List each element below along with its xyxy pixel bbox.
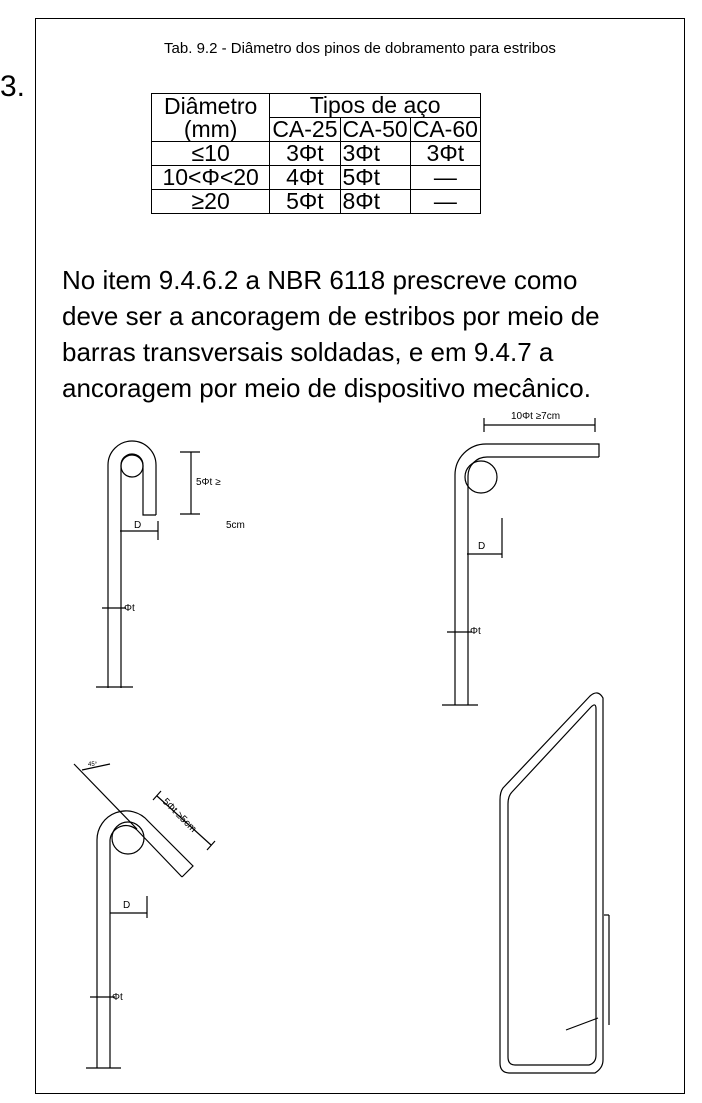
steel-types-header-cell: Tipos de aço xyxy=(269,93,481,118)
pin-diameter-label: D xyxy=(123,900,130,911)
pin-diameter-label: D xyxy=(134,520,141,531)
paragraph-line: deve ser a ancoragem de estribos por mei… xyxy=(62,301,600,331)
cell-value: 8Φt xyxy=(339,189,411,214)
bar-diameter-label: Φt xyxy=(470,626,481,637)
stirrup-bar-outline-inner xyxy=(109,824,183,1068)
cell-value: 3Φt xyxy=(269,141,341,166)
stirrup-bar-outline-outer xyxy=(107,440,157,688)
stirrup-bar-outline-inner xyxy=(467,456,599,705)
figure-semicircular-hook: 5Φt ≥ 5cm D Φt xyxy=(96,440,245,688)
figure-right-angle-hook: 10Φt ≥7cm D Φt xyxy=(442,411,600,706)
stirrup-outline-outer xyxy=(499,692,604,1074)
bending-pin-icon xyxy=(120,454,144,478)
hook-length-label: 5Φt ≥ xyxy=(196,477,221,488)
paragraph-line: No item 9.4.6.2 a NBR 6118 prescreve com… xyxy=(62,265,578,295)
steel-grade-row: CA-25 CA-50 CA-60 xyxy=(152,117,481,142)
closed-stirrup-icon xyxy=(499,692,610,1074)
angle-label: 45° xyxy=(88,762,98,768)
table-row: ≥20 5Φt 8Φt — xyxy=(150,189,481,214)
cell-value: — xyxy=(409,189,481,214)
paragraph-line: barras transversais soldadas, e em 9.4.7… xyxy=(62,337,554,367)
cell-value: 4Φt xyxy=(269,165,341,190)
diameter-header-cell: Diâmetro (mm) xyxy=(150,92,271,142)
row-label: ≤10 xyxy=(150,141,271,166)
steel-grade-ca25: CA-25 xyxy=(269,117,341,142)
body-paragraph: No item 9.4.6.2 a NBR 6118 prescreve com… xyxy=(62,262,692,406)
row-label: ≥20 xyxy=(150,189,271,214)
table-caption: Tab. 9.2 - Diâmetro dos pinos de dobrame… xyxy=(164,40,556,57)
hook-length-label: 5Φt ≥5cm xyxy=(160,796,199,835)
diameter-header-line1: Diâmetro xyxy=(164,92,258,119)
row-label: 10<Φ<20 xyxy=(150,165,271,190)
bend-diameter-table: Diâmetro (mm) Tipos de aço CA-25 CA-50 C… xyxy=(150,93,481,214)
stirrup-bar-outline-outer xyxy=(96,810,194,1068)
bar-diameter-label: Φt xyxy=(112,992,123,1003)
bar-diameter-label: Φt xyxy=(124,603,135,614)
bending-pin-icon xyxy=(464,460,498,494)
steel-grade-ca50: CA-50 xyxy=(339,117,411,142)
cell-value: 5Φt xyxy=(269,189,341,214)
paragraph-line: ancoragem por meio de dispositivo mecâni… xyxy=(62,373,591,403)
stirrup-bar-outline-outer xyxy=(454,443,600,705)
figure-45-degree-hook: 45° 5Φt ≥5cm D Φt xyxy=(73,762,216,1069)
stirrup-bar-outline-inner xyxy=(120,453,156,688)
angle-guide-line xyxy=(73,763,138,830)
stirrup-outline-inner xyxy=(507,704,597,1066)
diameter-header-line2: (mm) xyxy=(183,115,238,142)
document-frame xyxy=(35,18,685,1094)
cell-value: — xyxy=(409,165,481,190)
bending-pin-icon xyxy=(111,821,145,855)
pin-diameter-label: D xyxy=(478,541,485,552)
hook-min-label: 5cm xyxy=(226,520,245,531)
hook-length-label: 10Φt ≥7cm xyxy=(511,411,560,422)
cell-value: 3Φt xyxy=(409,141,481,166)
table-header-row: Diâmetro (mm) Tipos de aço xyxy=(150,93,481,142)
